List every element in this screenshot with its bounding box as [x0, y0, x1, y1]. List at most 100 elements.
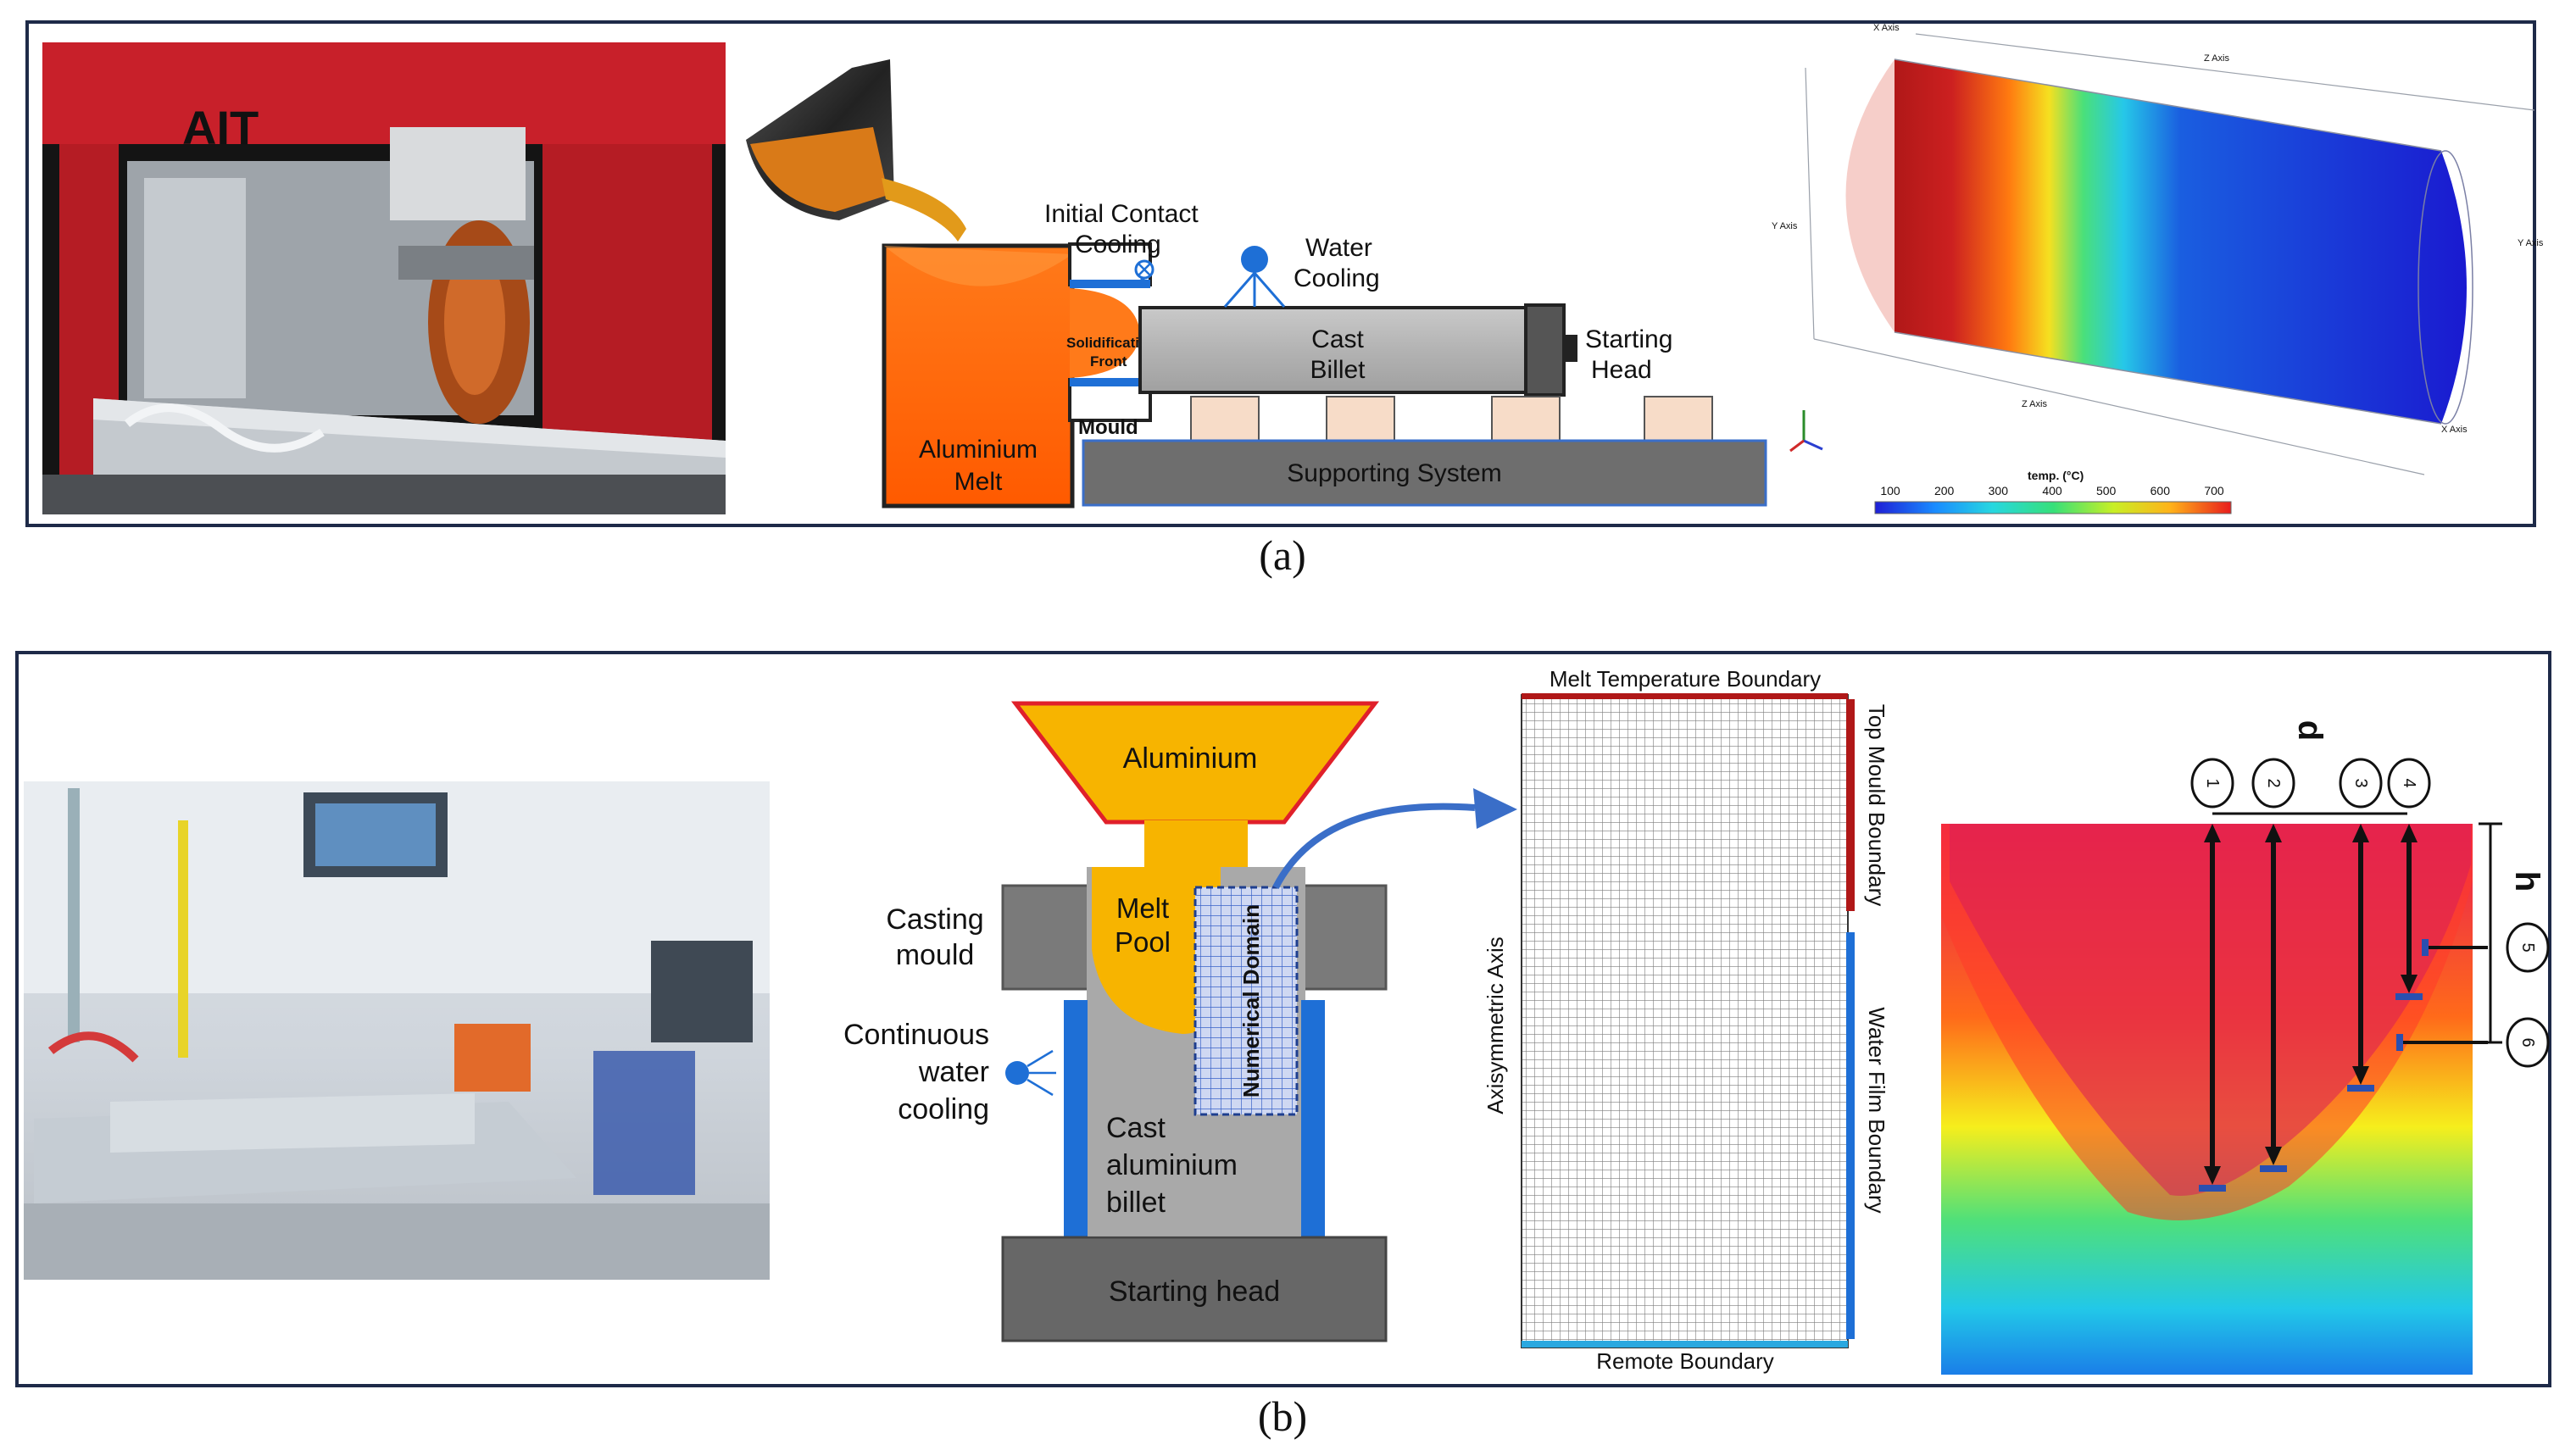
front-marker-bar — [2199, 1185, 2226, 1192]
casting-mould-line2: mould — [896, 939, 975, 971]
colorbar-tick-label: 400 — [2042, 484, 2062, 497]
depth-arrowhead — [2401, 824, 2418, 842]
initial-contact-cooling-line1: Initial Contact — [1044, 200, 1199, 228]
d-dimension-label: d — [2291, 720, 2329, 741]
aluminium-label: Aluminium — [1123, 742, 1258, 775]
water-film-boundary-label: Water Film Boundary — [1864, 1007, 1889, 1213]
water-film-boundary-line — [1846, 932, 1855, 1339]
marker-circle — [2387, 758, 2431, 809]
water-cooling-line1: Water — [1305, 234, 1372, 262]
aluminium-melt-box — [882, 243, 1075, 508]
contour-depth-arrows — [2199, 824, 2488, 1192]
marker-label: 5 — [2518, 942, 2537, 952]
ait-logo-text: AIT — [182, 101, 259, 154]
colorbar-tick-label: 500 — [2096, 484, 2117, 497]
colorbar-tick-label: 100 — [1880, 484, 1900, 497]
starting-head-line2: Head — [1591, 356, 1652, 384]
numerical-domain-label: Numerical Domain — [1238, 904, 1264, 1098]
continuous-water-cooling-line1: Continuous — [843, 1019, 989, 1051]
supporting-system-label: Supporting System — [1287, 459, 1501, 487]
ladle-graphic — [746, 59, 966, 242]
colorbar-tick-label: 300 — [1989, 484, 2009, 497]
water-film-left — [1064, 1000, 1088, 1237]
marker-label: 4 — [2400, 778, 2418, 787]
contour-markers: 1 2 3 4 5 6 — [2190, 758, 2550, 1068]
depth-arrowhead — [2352, 1066, 2369, 1085]
h-dimension-label: h — [2508, 871, 2546, 892]
depth-arrowhead — [2265, 1147, 2282, 1165]
marker-label: 6 — [2518, 1037, 2537, 1047]
x-axis-title-bottom: X Axis — [2441, 425, 2468, 435]
colorbar-tick-label: 600 — [2150, 484, 2171, 497]
marker-label: 2 — [2264, 778, 2283, 787]
casting-mould-right — [1298, 884, 1388, 991]
marker-label: 1 — [2203, 778, 2222, 787]
melt-pool-line1: Melt — [1116, 892, 1169, 924]
solidification-front-line1: Solidification — [1066, 335, 1157, 351]
melt-pool — [1092, 867, 1221, 1034]
colorbar-tick-label: 700 — [2204, 484, 2224, 497]
marker-label: 3 — [2351, 778, 2370, 787]
front-marker-bar — [2260, 1165, 2287, 1172]
water-film-right — [1301, 1000, 1325, 1237]
casting-machine-photo: AIT — [42, 42, 726, 514]
marker-circle — [2506, 1017, 2550, 1068]
x-axis-title-top: X Axis — [1873, 23, 1900, 33]
top-mould-boundary-label: Top Mould Boundary — [1864, 704, 1889, 906]
temperature-simulation-3d: X Axis Z Axis Y Axis Z Axis X Axis Y Axi… — [1772, 23, 2544, 475]
aluminium-melt-line1: Aluminium — [919, 436, 1038, 464]
colorbar-tick-label: 200 — [1934, 484, 1955, 497]
z-axis-title-top: Z Axis — [2204, 53, 2229, 64]
mould-label: Mould — [1078, 416, 1138, 439]
billet-end-cap — [1845, 59, 1895, 332]
side-marker-bar — [2422, 939, 2429, 956]
numerical-domain — [1193, 886, 1299, 1116]
water-cooling-line2: Cooling — [1294, 264, 1380, 292]
starting-head-pin — [1564, 335, 1577, 362]
remote-boundary-line — [1522, 1341, 1848, 1348]
front-marker-bar — [2347, 1085, 2374, 1092]
solidification-front-line2: Front — [1090, 353, 1127, 370]
melt-temperature-boundary-line — [1522, 693, 1848, 699]
continuous-water-cooling-line2: water — [918, 1056, 989, 1088]
colorbar-title: temp. (°C) — [2028, 469, 2084, 482]
y-axis-title-left: Y Axis — [1772, 221, 1798, 231]
cast-aluminium-billet-line3: billet — [1106, 1186, 1166, 1219]
starting-head-label-b: Starting head — [1109, 1275, 1280, 1308]
cast-aluminium-billet-line2: aluminium — [1106, 1149, 1238, 1181]
z-axis-title-bottom: Z Axis — [2022, 399, 2047, 409]
marker-circle — [2506, 922, 2550, 973]
mould-cooling-top — [1070, 280, 1150, 288]
side-marker-bar — [2396, 1034, 2403, 1051]
panel-b-caption: (b) — [1258, 1392, 1307, 1440]
marker-circle — [2190, 758, 2234, 809]
aluminium-melt-line2: Melt — [954, 468, 1003, 496]
domain-arrow — [1272, 803, 1476, 889]
axisymmetric-axis-label: Axisymmetric Axis — [1483, 936, 1508, 1114]
supporting-system — [1082, 439, 1767, 507]
aluminium-funnel — [1010, 701, 1380, 825]
continuous-water-cooling-line3: cooling — [898, 1093, 989, 1125]
panel-a-caption: (a) — [1259, 531, 1306, 579]
remote-boundary-label: Remote Boundary — [1596, 1348, 1774, 1374]
depth-arrowhead — [2401, 975, 2418, 993]
y-axis-title-right: Y Axis — [2518, 238, 2544, 248]
colorbar-ticks: 100 200 300 400 500 600 700 — [1880, 484, 2224, 497]
starting-head-block — [1524, 303, 1566, 397]
cast-billet-line2: Billet — [1310, 356, 1366, 384]
depth-arrowhead — [2204, 1166, 2221, 1185]
top-mould-boundary-line — [1846, 699, 1855, 911]
funnel-neck — [1144, 820, 1248, 867]
initial-contact-cooling-line2: Cooling — [1075, 231, 1161, 258]
depth-arrowhead — [2352, 824, 2369, 842]
casting-mould-line1: Casting — [886, 903, 983, 936]
casting-plant-photo — [24, 781, 770, 1280]
billet-temperature-field — [1895, 59, 2467, 424]
mould-cooling-bottom — [1070, 378, 1150, 386]
front-marker-bar — [2395, 993, 2423, 1000]
depth-arrowhead — [2204, 824, 2221, 842]
depth-arrowhead — [2265, 824, 2282, 842]
marker-circle — [2339, 758, 2383, 809]
melt-pool-line2: Pool — [1115, 926, 1171, 958]
